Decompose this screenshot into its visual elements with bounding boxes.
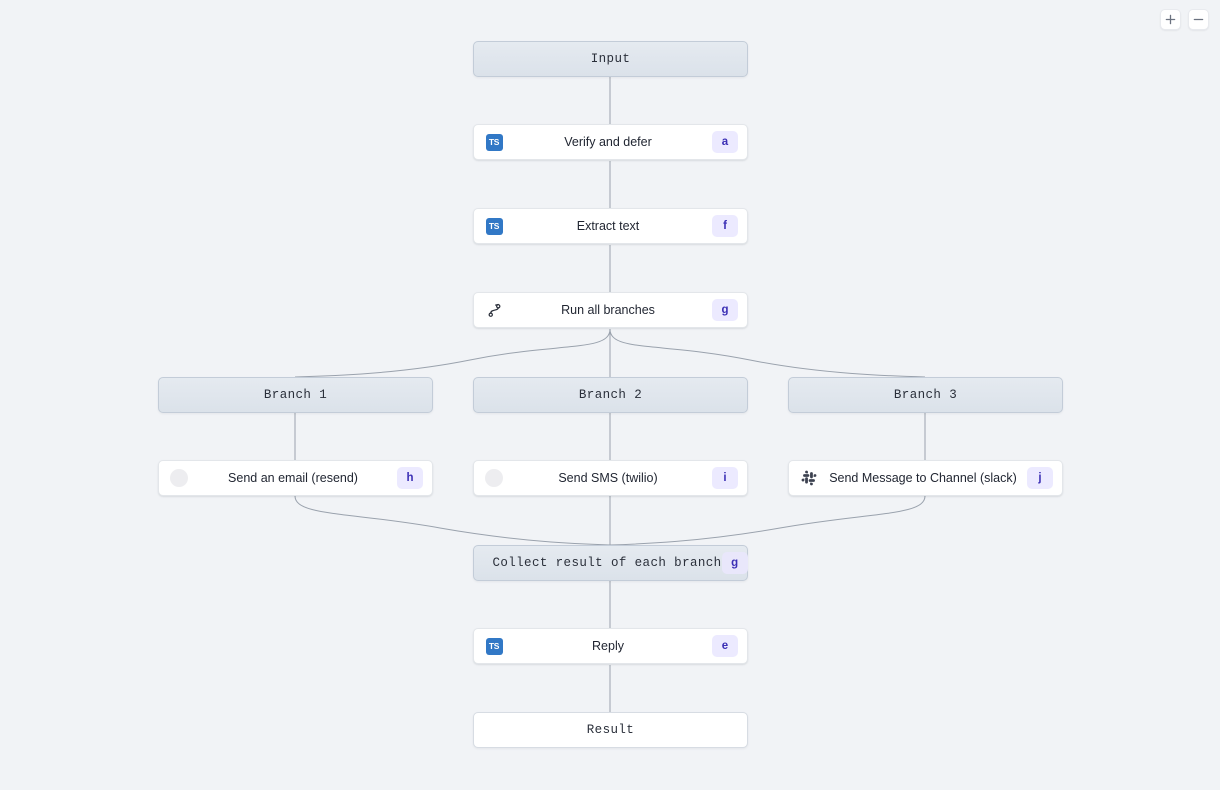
node-collect-result-label: Collect result of each branch	[492, 556, 722, 570]
zoom-controls	[1160, 9, 1209, 30]
ts-icon-text: TS	[485, 637, 503, 655]
edge-slack-collect	[609, 495, 926, 546]
node-result-label: Result	[586, 723, 635, 737]
node-run-all-branches-badge[interactable]: g	[712, 299, 738, 321]
node-input-label: Input	[590, 52, 631, 66]
node-input[interactable]: Input	[473, 41, 748, 77]
node-run-all-branches-label: Run all branches	[561, 303, 655, 317]
circle-icon	[485, 469, 503, 487]
node-branch-2-label: Branch 2	[578, 388, 643, 402]
node-collect-result[interactable]: Collect result of each branch g	[473, 545, 748, 581]
node-extract-text[interactable]: TS Extract text f	[473, 208, 748, 244]
node-verify-and-defer-badge[interactable]: a	[712, 131, 738, 153]
node-send-slack-message[interactable]: Send Message to Channel (slack) j	[788, 460, 1063, 496]
branch-icon	[484, 300, 504, 320]
edge-email-collect	[294, 495, 611, 546]
node-collect-result-badge[interactable]: g	[721, 552, 748, 574]
node-send-sms[interactable]: Send SMS (twilio) i	[473, 460, 748, 496]
node-verify-and-defer[interactable]: TS Verify and defer a	[473, 124, 748, 160]
node-send-slack-message-badge[interactable]: j	[1027, 467, 1053, 489]
edge-runall-branch1	[294, 328, 611, 378]
node-reply[interactable]: TS Reply e	[473, 628, 748, 664]
ts-icon-text: TS	[485, 217, 503, 235]
node-send-slack-message-label: Send Message to Channel (slack)	[829, 471, 1017, 485]
node-result[interactable]: Result	[473, 712, 748, 748]
node-extract-text-badge[interactable]: f	[712, 215, 738, 237]
resend-placeholder-icon	[169, 468, 189, 488]
node-branch-3[interactable]: Branch 3	[788, 377, 1063, 413]
node-verify-and-defer-label: Verify and defer	[564, 135, 652, 149]
slack-icon	[799, 468, 819, 488]
node-branch-2[interactable]: Branch 2	[473, 377, 748, 413]
node-extract-text-label: Extract text	[576, 219, 640, 233]
ts-icon-text: TS	[485, 133, 503, 151]
node-branch-1[interactable]: Branch 1	[158, 377, 433, 413]
node-send-sms-badge[interactable]: i	[712, 467, 738, 489]
circle-icon	[170, 469, 188, 487]
node-reply-label: Reply	[592, 639, 624, 653]
spacer	[472, 563, 492, 564]
zoom-in-button[interactable]	[1160, 9, 1181, 30]
ts-icon: TS	[484, 216, 504, 236]
node-branch-3-label: Branch 3	[893, 388, 958, 402]
ts-icon: TS	[484, 132, 504, 152]
node-send-email-label: Send an email (resend)	[228, 471, 358, 485]
node-send-email[interactable]: Send an email (resend) h	[158, 460, 433, 496]
node-reply-badge[interactable]: e	[712, 635, 738, 657]
node-branch-1-label: Branch 1	[263, 388, 328, 402]
node-send-sms-label: Send SMS (twilio)	[558, 471, 658, 485]
node-send-email-badge[interactable]: h	[397, 467, 423, 489]
edge-runall-branch3	[609, 328, 926, 378]
node-run-all-branches[interactable]: Run all branches g	[473, 292, 748, 328]
twilio-placeholder-icon	[484, 468, 504, 488]
ts-icon: TS	[484, 636, 504, 656]
zoom-out-button[interactable]	[1188, 9, 1209, 30]
